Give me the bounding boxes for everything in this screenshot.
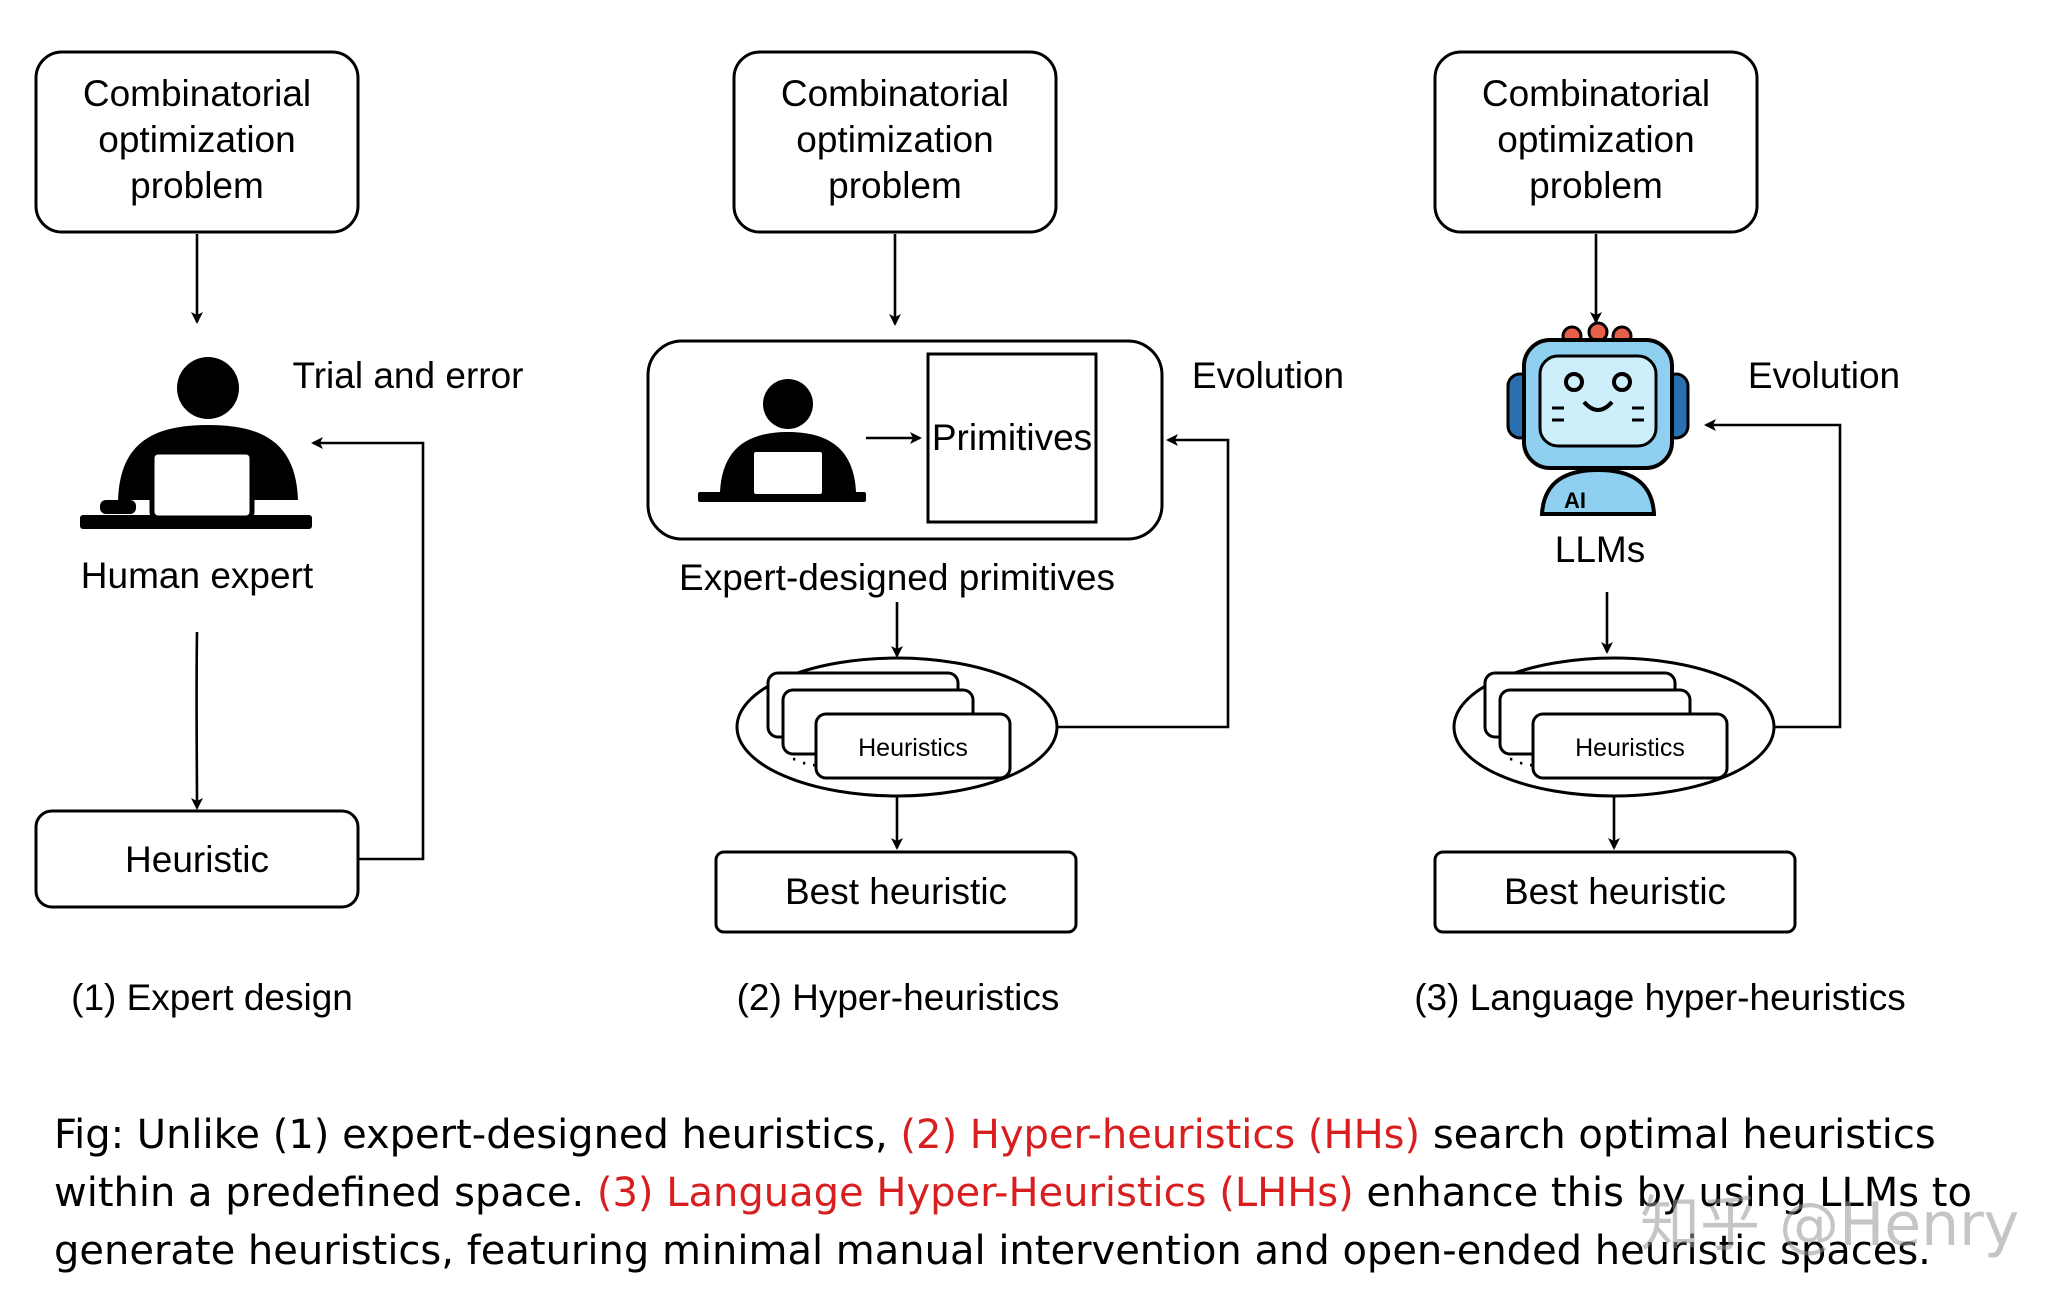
more-dots: · xyxy=(1507,744,1515,772)
caption-part-2: search optimal heuristics within a prede… xyxy=(54,1112,1936,1216)
more-dots: · xyxy=(800,748,808,776)
column-expert-design: Combinatorial optimization problem Human… xyxy=(34,50,524,1018)
heuristic-label: Heuristic xyxy=(125,839,269,880)
caption-part-3: enhance this by using LLMs to generate h… xyxy=(54,1170,1972,1274)
evolution-label: Evolution xyxy=(1748,355,1900,396)
feedback-loop-3 xyxy=(1704,419,1842,729)
caption-highlight-hh: (2) Hyper-heuristics (HHs) xyxy=(900,1112,1421,1158)
best-heuristic-box xyxy=(714,850,1078,934)
problem-line-2: optimization xyxy=(796,119,993,160)
problem-line-3: problem xyxy=(1529,165,1663,206)
robot-badge: AI xyxy=(1564,488,1586,513)
feedback-loop-2 xyxy=(1057,434,1230,729)
problem-line-3: problem xyxy=(828,165,962,206)
subtitle-expert-design: (1) Expert design xyxy=(71,977,353,1018)
heuristic-card xyxy=(1531,712,1729,780)
caption-highlight-lhh: (3) Language Hyper-Heuristics (LHHs) xyxy=(596,1170,1354,1216)
caption-part-1: Fig: Unlike (1) expert-designed heuristi… xyxy=(54,1112,901,1158)
robot-llm-icon: AI xyxy=(1506,321,1690,516)
human-expert-icon xyxy=(80,357,312,529)
primitives-box xyxy=(926,352,1098,524)
more-dots: · xyxy=(810,750,818,778)
heuristics-label: Heuristics xyxy=(1575,734,1685,762)
problem-line-1: Combinatorial xyxy=(1482,73,1710,114)
best-heuristic-label: Best heuristic xyxy=(1504,871,1726,912)
expert-designed-primitives-label: Expert-designed primitives xyxy=(679,557,1115,598)
more-dots: · xyxy=(790,744,798,772)
column-language-hyper-heuristics: Combinatorial optimization problem AI LL… xyxy=(1414,50,1906,1018)
heuristics-label: Heuristics xyxy=(858,734,968,762)
watermark: 知乎 @Henry xyxy=(1640,1190,2020,1260)
more-dots: · xyxy=(1527,750,1535,778)
problem-box-2 xyxy=(732,50,1058,234)
best-heuristic-label: Best heuristic xyxy=(785,871,1007,912)
heuristics-pool: Heuristics · · · xyxy=(735,656,1059,798)
trial-and-error-label: Trial and error xyxy=(293,355,524,396)
problem-line-2: optimization xyxy=(98,119,295,160)
subtitle-hyper-heuristics: (2) Hyper-heuristics xyxy=(737,977,1060,1018)
problem-line-1: Combinatorial xyxy=(781,73,1009,114)
best-heuristic-box xyxy=(1433,850,1797,934)
figure-caption: Fig: Unlike (1) expert-designed heuristi… xyxy=(54,1106,2054,1280)
heuristics-pool: Heuristics · · · xyxy=(1452,656,1776,798)
problem-line-1: Combinatorial xyxy=(83,73,311,114)
heuristic-card xyxy=(814,712,1012,780)
problem-box-1 xyxy=(34,50,360,234)
more-dots: · xyxy=(1517,748,1525,776)
subtitle-language-hyper-heuristics: (3) Language hyper-heuristics xyxy=(1414,977,1906,1018)
llms-label: LLMs xyxy=(1555,529,1645,570)
human-expert-label: Human expert xyxy=(81,555,314,596)
human-expert-icon xyxy=(698,379,866,502)
column-hyper-heuristics: Combinatorial optimization problem Primi… xyxy=(646,50,1344,1018)
evolution-label: Evolution xyxy=(1192,355,1344,396)
problem-line-2: optimization xyxy=(1497,119,1694,160)
primitives-label: Primitives xyxy=(932,417,1092,458)
problem-box-3 xyxy=(1433,50,1759,234)
problem-line-3: problem xyxy=(130,165,264,206)
feedback-loop-1 xyxy=(311,437,425,861)
